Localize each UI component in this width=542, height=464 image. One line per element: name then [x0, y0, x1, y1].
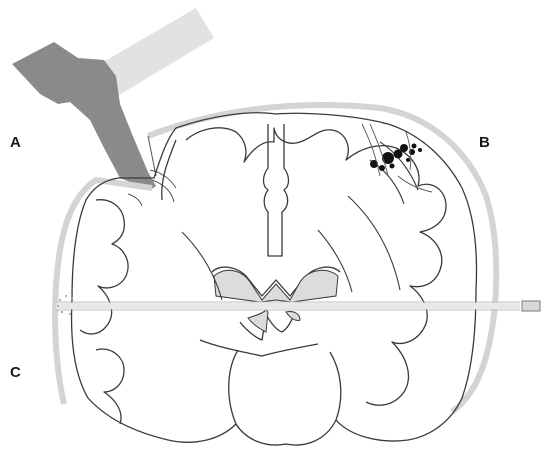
panel-label-a: A: [10, 134, 21, 151]
panel-label-c: C: [10, 364, 21, 381]
hammer-icon: [12, 8, 214, 190]
panel-label-b: B: [479, 134, 490, 151]
bullet-track: [56, 303, 520, 309]
bullet-projectile-icon: [522, 301, 540, 311]
